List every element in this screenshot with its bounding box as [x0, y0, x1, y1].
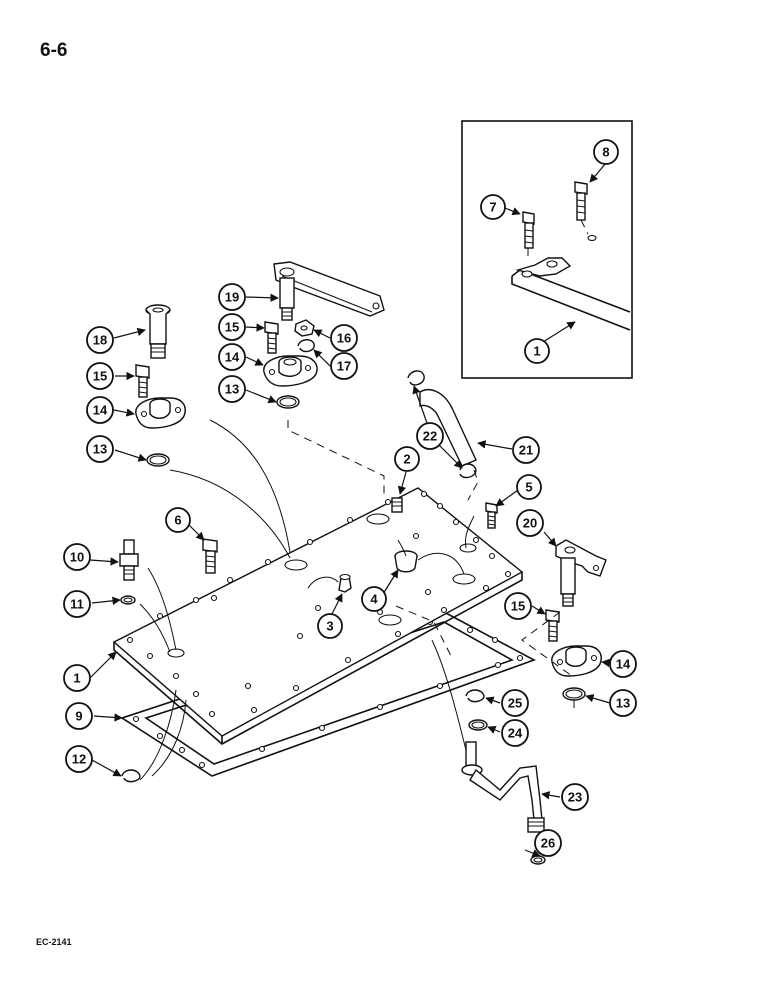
bracket-20: [555, 539, 607, 607]
page-number: 6-6: [40, 40, 68, 61]
svg-text:26: 26: [541, 836, 555, 851]
cover-plate-1: [112, 487, 524, 745]
svg-text:3: 3: [326, 619, 333, 634]
callout-13-right: 13: [609, 689, 637, 717]
svg-text:10: 10: [70, 550, 84, 565]
svg-text:19: 19: [225, 290, 239, 305]
callout-1-inset: 1: [524, 338, 550, 364]
svg-text:1: 1: [533, 344, 540, 359]
callout-20: 20: [516, 509, 544, 537]
callout-6: 6: [165, 507, 191, 533]
callout-8: 8: [593, 139, 619, 165]
alignment-lines: [139, 419, 575, 781]
svg-text:14: 14: [93, 403, 108, 418]
callout-1: 1: [63, 664, 91, 692]
callout-16: 16: [330, 324, 358, 352]
callout-23: 23: [561, 783, 589, 811]
svg-text:7: 7: [489, 200, 496, 215]
svg-text:4: 4: [370, 592, 378, 607]
callout-5: 5: [516, 474, 542, 500]
cover-14-left: [135, 397, 186, 429]
callout-9: 9: [65, 702, 93, 730]
svg-text:2: 2: [403, 452, 410, 467]
svg-text:1: 1: [73, 671, 80, 686]
callout-24: 24: [501, 719, 529, 747]
svg-text:13: 13: [616, 696, 630, 711]
svg-text:17: 17: [337, 359, 351, 374]
plug-18: [145, 304, 171, 359]
clip-25: [465, 689, 485, 703]
callout-15-left: 15: [86, 362, 114, 390]
callout-15-right: 15: [504, 592, 532, 620]
svg-text:8: 8: [602, 145, 609, 160]
svg-text:20: 20: [523, 516, 537, 531]
svg-text:11: 11: [70, 597, 84, 612]
washer-17: [297, 339, 315, 353]
callout-11: 11: [63, 590, 91, 618]
callout-25: 25: [501, 689, 529, 717]
plug-4: [394, 550, 418, 573]
callout-10: 10: [63, 543, 91, 571]
svg-text:23: 23: [568, 790, 582, 805]
callout-14-top: 14: [218, 343, 246, 371]
bolt-6: [202, 538, 218, 574]
callout-13-top: 13: [218, 375, 246, 403]
svg-text:24: 24: [508, 726, 523, 741]
callout-7: 7: [480, 194, 506, 220]
callout-21: 21: [512, 436, 540, 464]
breather-10: [119, 539, 139, 581]
svg-text:25: 25: [508, 696, 522, 711]
svg-text:13: 13: [225, 382, 239, 397]
svg-text:15: 15: [93, 369, 107, 384]
clip-12: [121, 769, 141, 783]
bolt-8: [574, 181, 588, 221]
plug-3: [338, 573, 352, 593]
svg-text:5: 5: [525, 480, 532, 495]
plug-2: [391, 497, 403, 513]
bolt-15-right: [545, 609, 560, 642]
callout-13-left: 13: [86, 435, 114, 463]
pipe-23: [461, 741, 545, 833]
leader-arrows: [89, 293, 611, 858]
callout-15-top: 15: [218, 313, 246, 341]
svg-text:14: 14: [225, 350, 240, 365]
svg-text:22: 22: [423, 429, 437, 444]
callout-14-left: 14: [86, 396, 114, 424]
callout-18: 18: [86, 326, 114, 354]
callout-4: 4: [361, 586, 387, 612]
bolt-15-top: [264, 321, 279, 354]
callout-12: 12: [65, 745, 93, 773]
bolt-7: [522, 211, 535, 249]
bracket-19: [273, 261, 385, 321]
callout-2: 2: [394, 446, 420, 472]
svg-text:21: 21: [519, 443, 533, 458]
callout-3: 3: [317, 613, 343, 639]
svg-text:15: 15: [225, 320, 239, 335]
bolt-5: [485, 502, 498, 529]
bolt-15-left: [135, 364, 150, 398]
svg-text:18: 18: [93, 333, 107, 348]
svg-text:14: 14: [616, 657, 631, 672]
cover-14-right: [551, 645, 602, 677]
svg-text:13: 13: [93, 442, 107, 457]
svg-text:9: 9: [75, 709, 82, 724]
callout-17: 17: [330, 352, 358, 380]
inset-detail: [461, 120, 633, 379]
svg-text:12: 12: [72, 752, 86, 767]
cover-14-top: [263, 355, 318, 387]
callout-22: 22: [416, 422, 444, 450]
figure-code: EC-2141: [36, 937, 72, 947]
svg-text:6: 6: [174, 513, 181, 528]
svg-text:16: 16: [337, 331, 351, 346]
callout-14-right: 14: [609, 650, 637, 678]
svg-text:15: 15: [511, 599, 525, 614]
callout-26: 26: [534, 829, 562, 857]
callout-19: 19: [218, 283, 246, 311]
